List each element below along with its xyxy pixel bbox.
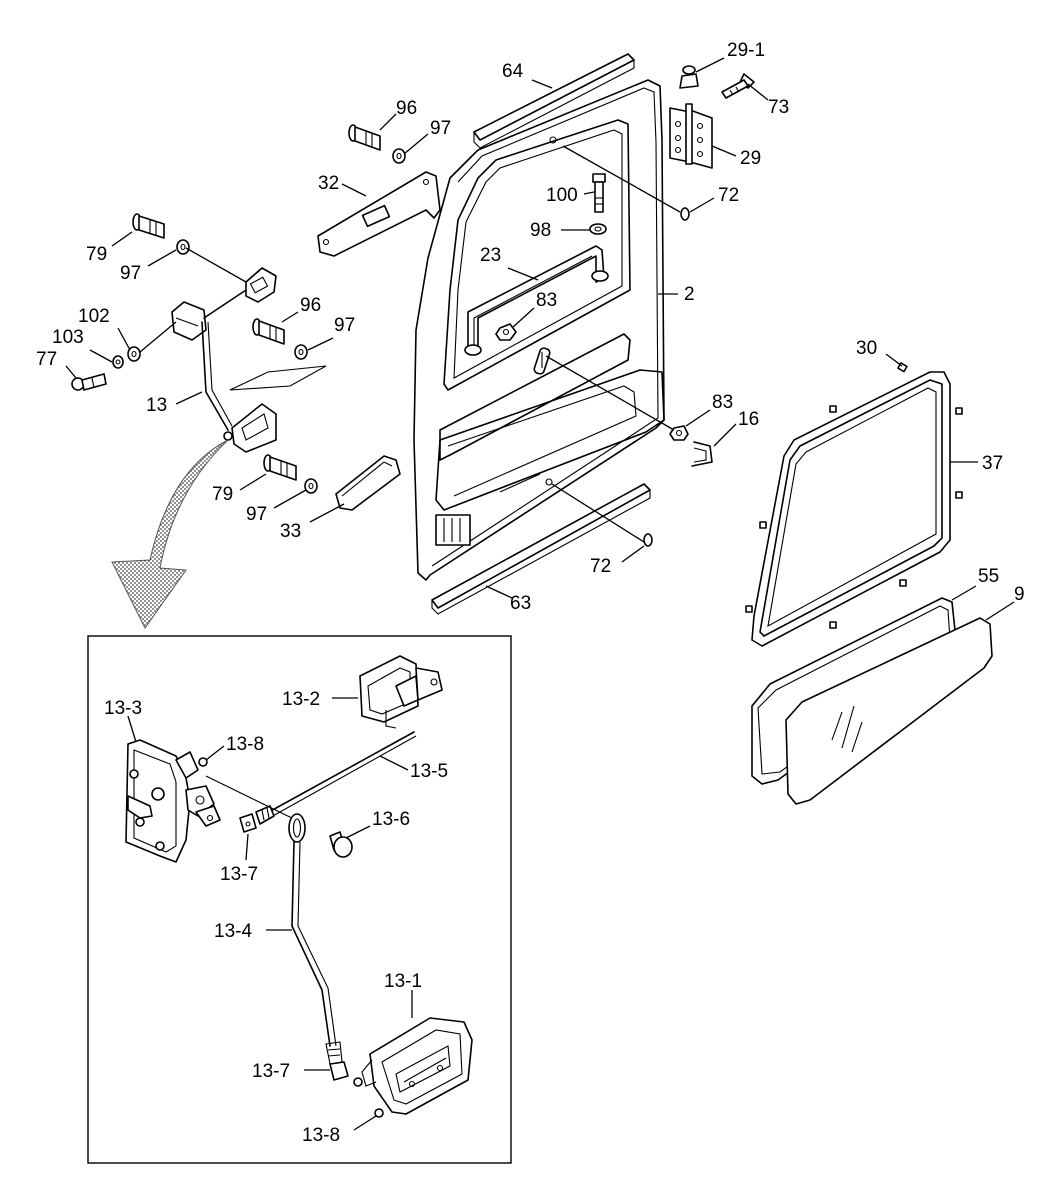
clip-part-13-7-lower (329, 1061, 363, 1087)
label-100: 100 (546, 185, 578, 206)
washer-part-97-lower (304, 478, 318, 494)
bolt-part-100 (592, 173, 606, 213)
washer-part-97-upper (392, 148, 406, 164)
outer-handle-part-13 (223, 403, 277, 453)
part-labels: 64 29-1 73 29 96 97 32 100 72 98 79 97 2… (36, 40, 1025, 614)
label-97-middle: 97 (334, 315, 355, 336)
washer-part-97-left (176, 239, 190, 255)
label-32: 32 (318, 173, 339, 194)
label-2: 2 (684, 284, 695, 305)
inner-handle-part-13-2 (359, 655, 443, 729)
label-79-upper: 79 (86, 244, 107, 265)
bracket-outline (229, 365, 327, 391)
label-13-1: 13-1 (384, 971, 422, 992)
label-79-lower: 79 (212, 484, 233, 505)
bolt-part-79-upper (132, 213, 165, 239)
rod-part-13-5 (255, 731, 417, 825)
label-23: 23 (480, 245, 501, 266)
label-37: 37 (982, 453, 1003, 474)
top-seal-strip-part-64 (473, 53, 635, 149)
screw-part-73 (721, 73, 755, 99)
outside-handle-part-13-1 (361, 1017, 473, 1115)
label-97-upper: 97 (430, 118, 451, 139)
washer-part-98 (589, 223, 607, 235)
latch-block (245, 267, 277, 303)
bottom-seal-strip-part-63 (431, 483, 651, 615)
label-96-middle: 96 (300, 295, 321, 316)
seal-clips-part-30 (745, 362, 963, 629)
handle-part-23 (464, 245, 609, 356)
label-96-upper: 96 (396, 98, 417, 119)
door-frame-part-2 (413, 79, 665, 581)
label-30: 30 (856, 338, 877, 359)
clip-part-13-7-upper (239, 813, 257, 833)
label-13-8-lower: 13-8 (302, 1125, 340, 1146)
label-55: 55 (978, 566, 999, 587)
bolt-part-96-upper (348, 124, 381, 151)
pin-part-13-8-upper (198, 757, 208, 767)
nut-part-83-lower (669, 425, 689, 441)
label-13-6: 13-6 (372, 809, 410, 830)
leader-lines (65, 57, 1015, 1131)
label-29: 29 (740, 148, 761, 169)
label-77: 77 (36, 349, 57, 370)
label-13-8-upper: 13-8 (226, 734, 264, 755)
nut-part-83-upper (495, 323, 517, 341)
screw-part-77 (71, 373, 107, 391)
label-13: 13 (146, 395, 167, 416)
label-29-1: 29-1 (727, 40, 765, 61)
u-bolt-part-16 (691, 441, 713, 467)
label-13-4: 13-4 (214, 921, 252, 942)
lock-body (171, 301, 207, 341)
pin-part-72-lower (643, 533, 653, 547)
label-98: 98 (530, 220, 551, 241)
label-63: 63 (510, 593, 531, 614)
glass-part-9 (785, 617, 993, 805)
bolt-part-96-middle (252, 318, 285, 345)
label-97-lower: 97 (246, 504, 267, 525)
window-seal-part-37 (751, 371, 951, 647)
label-16: 16 (738, 409, 759, 430)
washer-part-97-middle (294, 344, 308, 360)
label-97-left: 97 (120, 263, 141, 284)
inset-labels: 13-3 13-2 13-8 13-5 13-6 13-7 13-4 13-1 … (104, 689, 448, 1146)
bolt-part-79-lower (263, 454, 297, 481)
lock-mechanism-part-13-3 (125, 739, 221, 863)
rod-part-13-4 (288, 813, 343, 1065)
label-13-7-upper: 13-7 (220, 864, 258, 885)
washer-part-102 (127, 346, 141, 362)
washer-part-103 (112, 355, 124, 369)
label-13-7-lower: 13-7 (252, 1061, 290, 1082)
label-103: 103 (52, 327, 84, 348)
hinge-pin-part-29-1 (679, 65, 699, 89)
label-73: 73 (768, 97, 789, 118)
label-83-upper: 83 (536, 290, 557, 311)
label-13-5: 13-5 (410, 761, 448, 782)
latch-rod-part-13 (201, 289, 247, 431)
inset-pointer-arrow (111, 439, 229, 629)
hinge-part-29 (669, 103, 713, 169)
cover-part-33 (335, 455, 401, 511)
plate-part-32 (317, 171, 441, 257)
label-83-lower: 83 (712, 392, 733, 413)
pin-part-13-8-lower (374, 1108, 384, 1118)
label-102: 102 (78, 306, 110, 327)
pin-part-72-upper (680, 207, 690, 221)
label-72-lower: 72 (590, 556, 611, 577)
label-9: 9 (1014, 584, 1025, 605)
label-64: 64 (502, 61, 524, 82)
label-13-3: 13-3 (104, 698, 142, 719)
inset-frame (87, 635, 512, 1164)
knob-part-13-6 (329, 831, 353, 858)
link-rod (205, 775, 301, 823)
label-72-upper: 72 (718, 185, 739, 206)
label-13-2: 13-2 (282, 689, 320, 710)
label-33: 33 (280, 521, 301, 542)
